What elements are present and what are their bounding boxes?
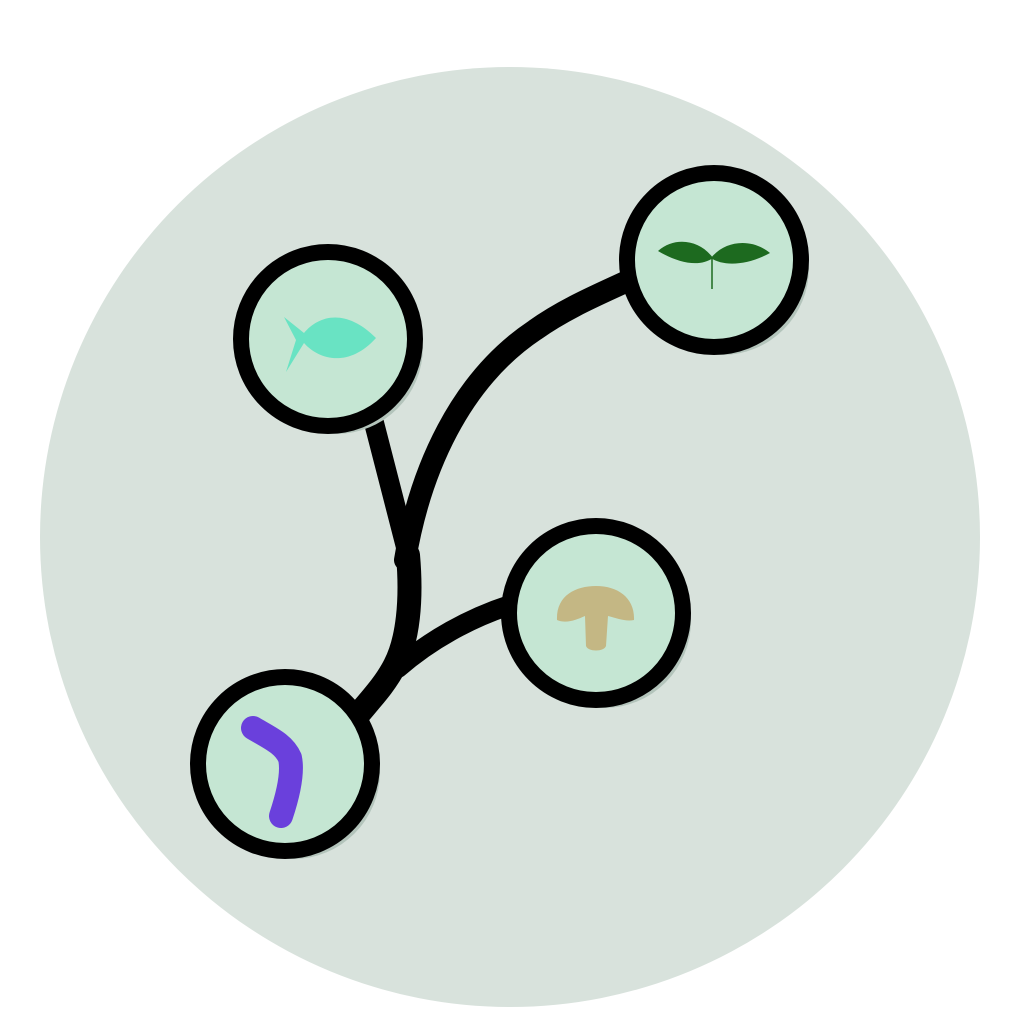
mushroom-icon (556, 586, 635, 651)
fish-icon (284, 317, 376, 372)
node-mushroom (501, 518, 691, 708)
background-disc (40, 67, 980, 1007)
tree-branches (340, 264, 651, 734)
node-circle (619, 165, 809, 355)
node-bacterium (190, 669, 380, 859)
sprout-icon (658, 241, 770, 289)
node-fish (233, 244, 423, 434)
bacterium-icon (241, 716, 303, 828)
branch-to-sprout (394, 264, 651, 571)
branch-to-mushroom (388, 595, 520, 678)
node-sprout (619, 165, 809, 355)
